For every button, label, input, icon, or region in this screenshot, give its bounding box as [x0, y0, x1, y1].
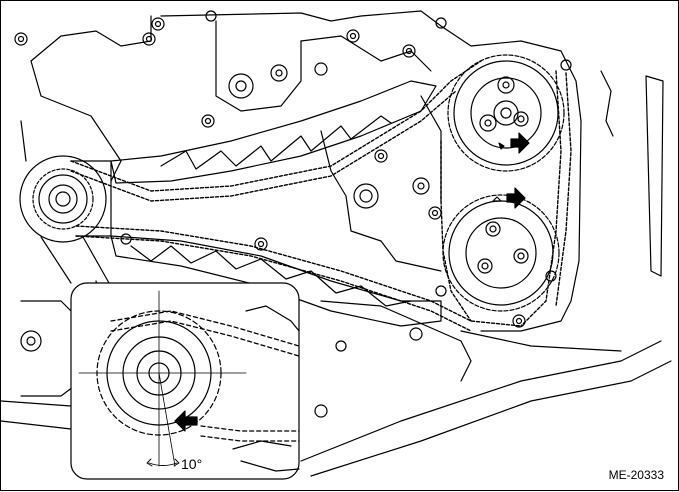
reference-code: ME-20333 [608, 468, 664, 482]
timing-chain [70, 60, 572, 332]
detail-timing-arrow [174, 410, 198, 432]
camshaft-sprocket-lower [442, 194, 560, 312]
detail-chain [110, 310, 300, 442]
detail-leader-lines [40, 236, 110, 284]
crankshaft-sprocket-main [19, 155, 112, 243]
angle-label: 10° [181, 456, 203, 472]
center-lines [78, 290, 247, 467]
camshaft-sprocket-upper [447, 54, 565, 172]
angle-dimension [146, 458, 180, 467]
detail-inset [70, 282, 300, 480]
engine-block-outline [1, 10, 672, 477]
block-bolts [14, 10, 572, 418]
timing-mark-arrows [492, 132, 530, 209]
chain-guide-upper [110, 80, 437, 184]
